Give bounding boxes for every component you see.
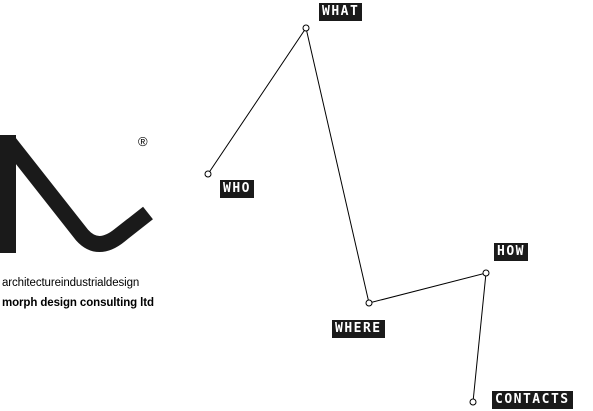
registered-trademark: ® bbox=[138, 134, 148, 149]
morph-logo-icon bbox=[0, 135, 153, 253]
nav-how-link[interactable]: HOW bbox=[494, 243, 528, 261]
node-who-dot bbox=[204, 170, 212, 178]
node-what-dot bbox=[302, 24, 310, 32]
company-name: morph design consulting ltd bbox=[2, 297, 154, 309]
nav-connector-line bbox=[207, 26, 487, 403]
node-where-dot bbox=[365, 299, 373, 307]
brand-logo bbox=[0, 125, 160, 260]
nav-what-link[interactable]: WHAT bbox=[319, 3, 363, 21]
node-how-dot bbox=[482, 269, 490, 277]
nav-who-link[interactable]: WHO bbox=[220, 180, 254, 198]
nav-where-link[interactable]: WHERE bbox=[332, 320, 385, 338]
brand-tagline: architectureindustrialdesign bbox=[2, 277, 140, 289]
node-contacts-dot bbox=[469, 398, 477, 406]
nav-contacts-link[interactable]: CONTACTS bbox=[492, 391, 573, 409]
